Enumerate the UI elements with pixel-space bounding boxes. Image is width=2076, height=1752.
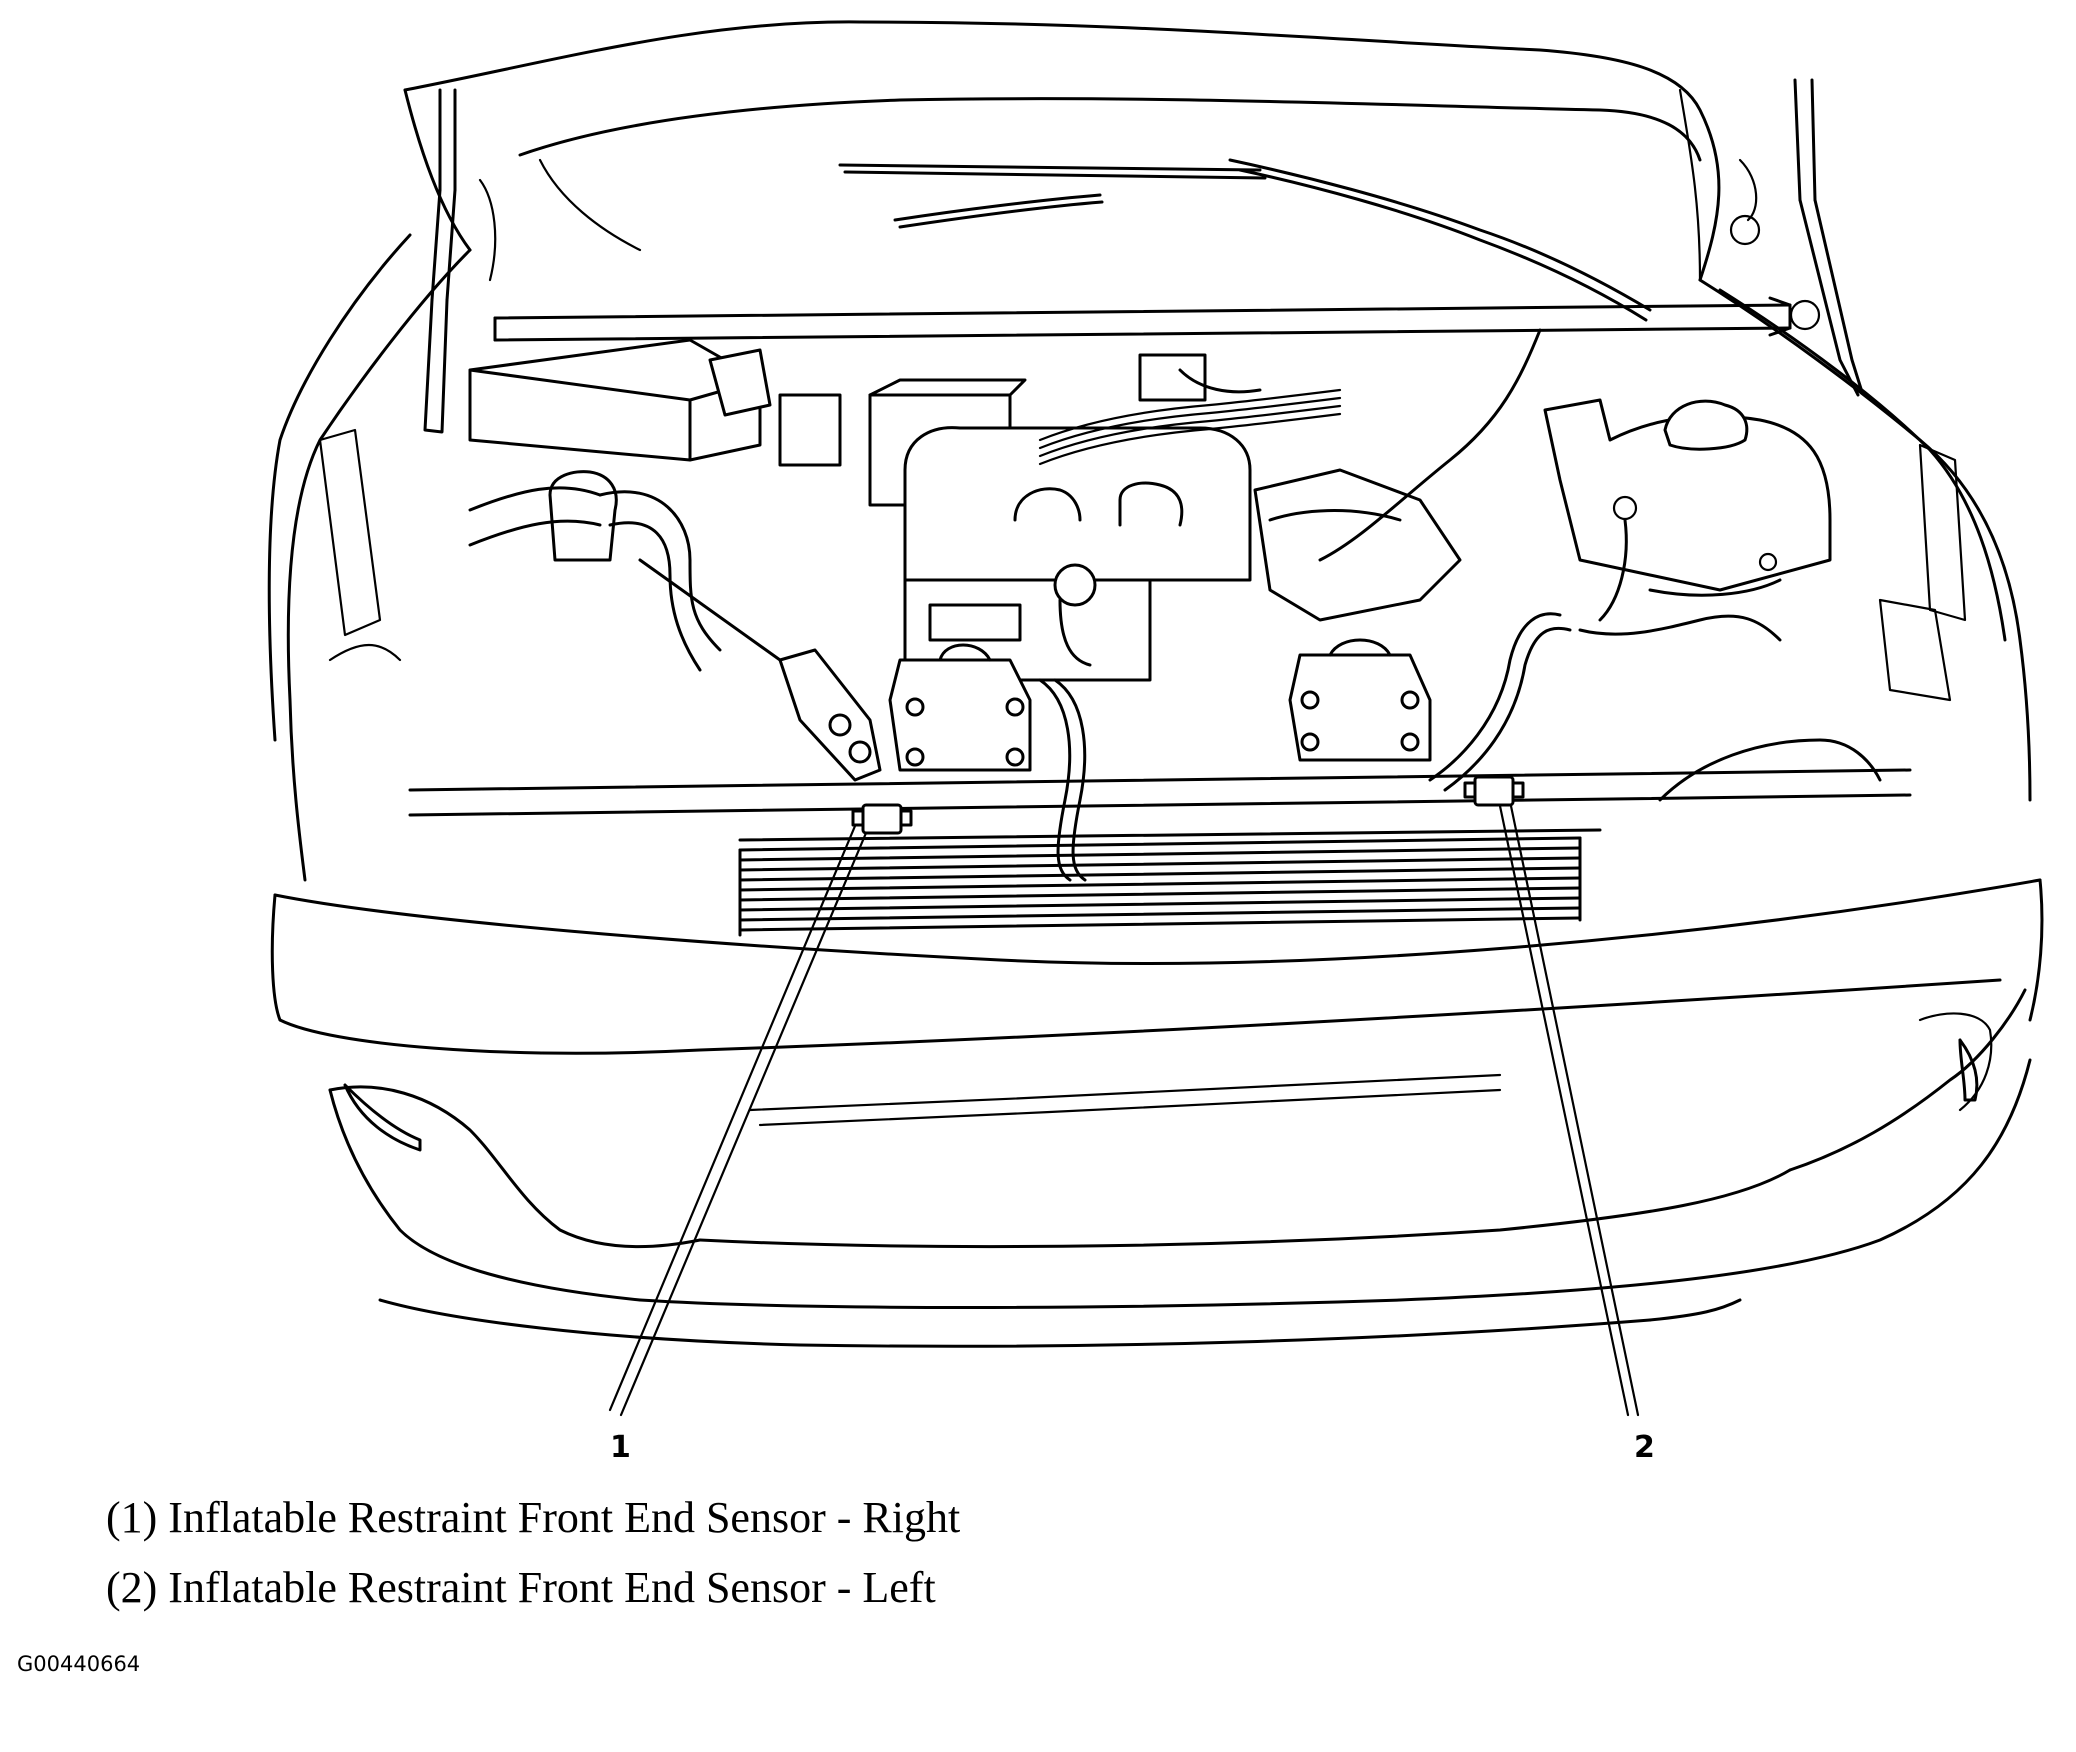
front-end-sensor-left <box>1463 775 1525 807</box>
wipers <box>838 158 1652 322</box>
cowl-bar <box>493 296 1821 342</box>
right-bracket <box>1288 638 1432 762</box>
callout-number-1: 1 <box>610 1430 631 1465</box>
radiator-grille <box>738 836 1582 937</box>
right-hood-strut <box>1729 78 1864 397</box>
legend-item-1: (1) Inflatable Restraint Front End Senso… <box>106 1493 961 1542</box>
front-bumper <box>270 878 2044 1348</box>
right-fender <box>1698 278 2032 802</box>
left-fender <box>267 233 472 882</box>
front-end-sensor-right <box>851 803 913 835</box>
hood <box>403 20 1721 282</box>
callout-leaders <box>608 804 1640 1417</box>
fuse-box <box>468 338 772 462</box>
sensor-harness <box>1038 578 1882 882</box>
wiring-harness <box>1038 328 1542 562</box>
legend-item-2: (2) Inflatable Restraint Front End Senso… <box>106 1563 936 1612</box>
callout-number-2: 2 <box>1634 1430 1655 1465</box>
left-bracket <box>888 643 1032 772</box>
left-strap-bracket <box>638 558 882 782</box>
battery <box>903 563 1152 682</box>
engine-cover <box>903 426 1252 582</box>
washer-reservoir <box>1543 398 1832 622</box>
figure-id: G00440664 <box>17 1652 141 1676</box>
left-hood-strut <box>423 88 497 434</box>
coolant-reservoir <box>468 470 722 672</box>
air-intake <box>1253 468 1462 622</box>
